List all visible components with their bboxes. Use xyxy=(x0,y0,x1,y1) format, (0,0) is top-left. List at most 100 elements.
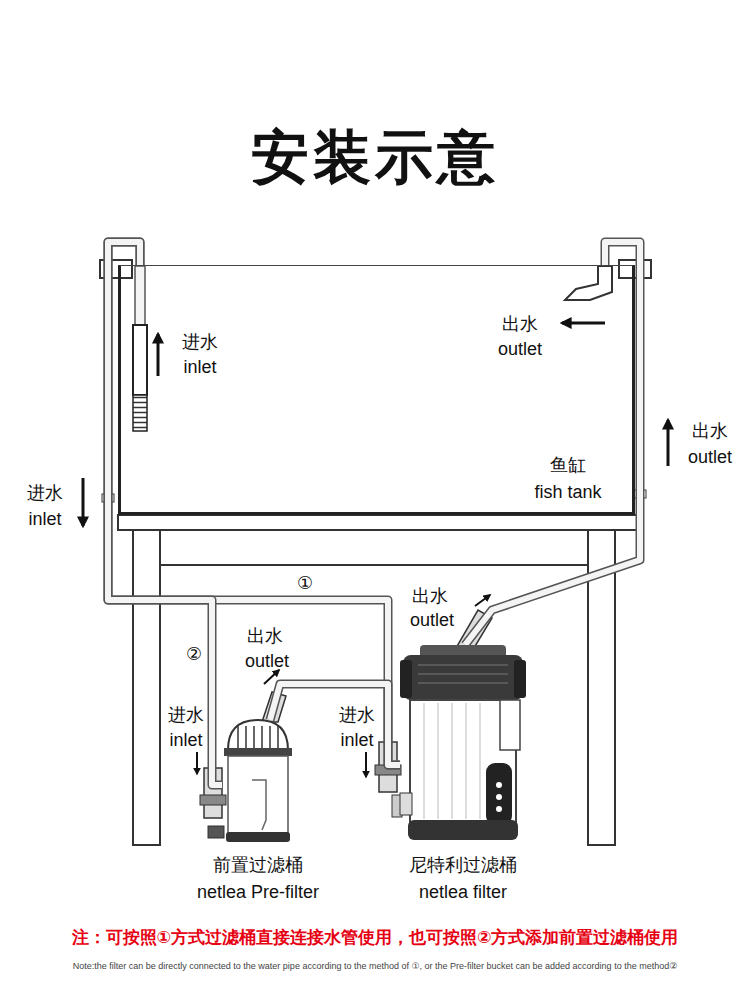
label-slot: inlet xyxy=(183,357,216,379)
label-slot: 出水 xyxy=(692,421,728,443)
canister-drawing xyxy=(418,665,508,666)
canister-drawing xyxy=(228,756,288,834)
flow-arrow xyxy=(83,323,668,777)
fish-tank: 鱼缸fish tank xyxy=(118,265,635,515)
canister-drawing xyxy=(277,726,279,750)
label-slot: outlet xyxy=(688,447,732,469)
canister-drawing xyxy=(400,793,412,815)
flow-label: outlet xyxy=(245,651,289,673)
label-slot: inlet xyxy=(169,730,202,752)
inlet-pipe xyxy=(133,266,147,431)
flow-label: 进水 xyxy=(168,705,204,727)
label-slot: 进水 xyxy=(168,705,204,727)
hose-connector xyxy=(108,242,400,765)
valve xyxy=(208,826,224,838)
label-slot: 注：可按照①方式过滤桶直接连接水管使用，也可按照②方式添加前置过滤桶使用 xyxy=(72,928,679,948)
flow-label: 出水 xyxy=(692,421,728,443)
title: 安装示意 xyxy=(251,119,499,197)
canister-drawing xyxy=(261,726,263,750)
flow-label: 出水 xyxy=(502,314,538,336)
label-slot: 进水 xyxy=(182,332,218,354)
canister-caption: 前置过滤桶netlea Pre-filter xyxy=(197,852,319,906)
canister-drawing xyxy=(514,660,526,698)
label-slot: inlet xyxy=(28,509,61,531)
canister-caption: 尼特利过滤桶netlea filter xyxy=(409,852,517,906)
canister-drawing xyxy=(496,794,502,800)
flow-label: outlet xyxy=(498,339,542,361)
flow-arrow xyxy=(475,595,490,606)
canister-drawing xyxy=(222,720,294,842)
outlet-spout xyxy=(565,266,612,300)
node-subtitle: fish tank xyxy=(534,479,601,506)
flow-label: outlet xyxy=(688,447,732,469)
canister-drawing xyxy=(228,720,288,750)
canister-drawing xyxy=(438,703,439,819)
node-title: 尼特利过滤桶 xyxy=(409,852,517,879)
callout-number: ① xyxy=(295,574,315,594)
canister-drawing xyxy=(480,703,481,819)
canister-drawing xyxy=(496,806,502,812)
canister-drawing xyxy=(408,820,518,840)
canister-drawing xyxy=(269,726,271,750)
node-subtitle: netlea filter xyxy=(409,879,517,906)
canister-drawing xyxy=(418,674,508,675)
node-subtitle: netlea Pre-filter xyxy=(197,879,319,906)
hose-fill xyxy=(108,242,400,765)
title-slot: 安装示意 xyxy=(251,119,499,197)
note: 注：可按照①方式过滤桶直接连接水管使用，也可按照②方式添加前置过滤桶使用 xyxy=(72,928,679,948)
canister-drawing xyxy=(224,748,292,756)
flow-arrow xyxy=(157,334,160,376)
canister-drawing xyxy=(253,726,255,750)
edge-label-slot: ② xyxy=(184,645,204,665)
canister-drawing xyxy=(486,763,512,825)
outlet-spout xyxy=(565,266,612,300)
label-slot: 出水 xyxy=(412,586,448,608)
hose-fill xyxy=(465,242,640,645)
hose-connector xyxy=(465,242,640,645)
flow-label: inlet xyxy=(28,509,61,531)
label-slot: outlet xyxy=(245,651,289,673)
edge-label-slot: ① xyxy=(295,574,315,594)
callout-number: ② xyxy=(184,645,204,665)
flow-arrow xyxy=(196,752,198,774)
canister-drawing xyxy=(466,703,467,819)
canister-drawing xyxy=(245,726,247,750)
label-slot: 出水 xyxy=(502,314,538,336)
inlet-pipe xyxy=(133,395,147,431)
canister-drawing xyxy=(403,655,523,700)
tank-clamp xyxy=(100,260,651,502)
label-slot: 进水 xyxy=(27,483,63,505)
canister-drawing xyxy=(418,683,508,684)
hose-outline xyxy=(465,242,640,645)
canister-drawing xyxy=(237,726,239,750)
label-slot: outlet xyxy=(410,610,454,632)
pre-filter-canister: 前置过滤桶netlea Pre-filter xyxy=(222,720,294,842)
canister-drawing xyxy=(252,780,266,830)
canister-drawing xyxy=(496,782,502,788)
tank-clamp xyxy=(619,260,651,278)
flow-label: 出水 xyxy=(412,586,448,608)
canister-drawing xyxy=(400,660,412,698)
flow-arrow xyxy=(365,752,367,777)
flow-label: inlet xyxy=(183,357,216,379)
table xyxy=(133,530,160,845)
canister-drawing xyxy=(424,703,425,819)
flow-label: 进水 xyxy=(339,705,375,727)
inlet-pipe xyxy=(135,266,145,326)
flow-label: 进水 xyxy=(182,332,218,354)
flow-label: inlet xyxy=(169,730,202,752)
node-title: 前置过滤桶 xyxy=(197,852,319,879)
canister-drawing xyxy=(452,703,453,819)
canister-drawing xyxy=(400,645,526,842)
flow-arrow xyxy=(82,478,85,526)
flow-arrow xyxy=(562,322,605,325)
filter-canister: 尼特利过滤桶netlea filter xyxy=(400,645,526,842)
valve xyxy=(200,742,402,838)
flow-arrow xyxy=(667,420,670,466)
flow-label: inlet xyxy=(340,730,373,752)
hose-outline xyxy=(108,242,400,765)
label-slot: 出水 xyxy=(247,626,283,648)
label-slot: inlet xyxy=(340,730,373,752)
